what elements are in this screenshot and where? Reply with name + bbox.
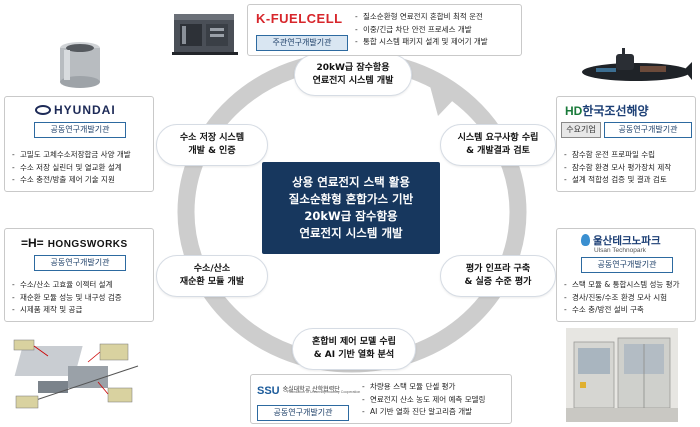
hongsworks-logo-text: HONGSWORKS bbox=[47, 239, 128, 250]
soongsil-task-list: 차량용 스택 모듈 단셀 평가 연료전지 산소 농도 제어 예측 모델링 AI … bbox=[361, 381, 485, 419]
hyundai-logo-icon bbox=[35, 105, 51, 115]
hd-task-list: 잠수함 운전 프로파일 수립 잠수함 환경 모사 평가장치 제작 설계 적합성 … bbox=[563, 149, 671, 187]
kfuelcell-task-list: 질소순환형 연료전지 혼합비 최적 운전 이중/긴급 차단 안전 프로세스 개발… bbox=[354, 11, 488, 49]
hd-logo-mark: HD bbox=[565, 104, 583, 118]
hd-role-badge: 공동연구개발기관 bbox=[604, 122, 692, 138]
node-mixing-control: 혼합비 제어 모델 수립 & AI 기반 열화 분석 bbox=[292, 328, 416, 370]
soongsil-logo-text: 숭실대학교 산학협력단 bbox=[282, 386, 340, 393]
hyundai-task-list: 고밀도 고체수소저장합금 사양 개발 수소 저장 실린더 및 열교환 설계 수소… bbox=[11, 149, 131, 187]
fuelcell-system-photo bbox=[170, 6, 242, 58]
list-item: 이중/긴급 차단 안전 프로세스 개발 bbox=[354, 24, 488, 37]
list-item: 설계 적합성 검증 및 결과 검토 bbox=[563, 174, 671, 187]
soongsil-logo-mark: SSU bbox=[257, 385, 280, 397]
hyundai-logo: HYUNDAI bbox=[35, 103, 116, 117]
node-system-development: 20kW급 잠수함용 연료전지 시스템 개발 bbox=[294, 54, 412, 96]
ulsan-logo-icon bbox=[581, 234, 590, 246]
soongsil-logo-sub: Foundation of University-Industry Cooper… bbox=[287, 390, 361, 394]
node-recirculation-module: 수소/산소 재순환 모듈 개발 bbox=[156, 255, 268, 297]
list-item: 경사/진동/수조 환경 모사 시험 bbox=[563, 292, 679, 305]
list-item: 차량용 스택 모듈 단셀 평가 bbox=[361, 381, 485, 394]
submarine-photo bbox=[576, 40, 694, 90]
node-text: 20kW급 잠수함용 bbox=[316, 63, 390, 73]
node-text: 개발 & 인증 bbox=[188, 146, 236, 156]
node-requirements: 시스템 요구사항 수립 & 개발결과 검토 bbox=[440, 124, 556, 166]
list-item: 시제품 제작 및 공급 bbox=[11, 304, 122, 317]
node-evaluation-infra: 평가 인프라 구축 & 실증 수준 평가 bbox=[440, 255, 556, 297]
node-text: 재순환 모듈 개발 bbox=[179, 277, 245, 287]
hyundai-role-badge: 공동연구개발기관 bbox=[34, 122, 126, 138]
list-item: 스택 모듈 & 통합시스템 성능 평가 bbox=[563, 279, 679, 292]
hongsworks-logo: =H=HONGSWORKS bbox=[21, 236, 128, 250]
hd-logo-text: 한국조선해양 bbox=[582, 104, 649, 118]
org-card-hd: HD한국조선해양 수요기업 공동연구개발기관 잠수함 운전 프로파일 수립 잠수… bbox=[556, 96, 696, 192]
center-line-2: 질소순환형 혼합가스 기반 bbox=[288, 192, 414, 206]
list-item: 연료전지 산소 농도 제어 예측 모델링 bbox=[361, 394, 485, 407]
org-card-ulsan: 울산테크노파크 Ulsan Technopark 공동연구개발기관 스택 모듈 … bbox=[556, 228, 696, 322]
node-text: 평가 인프라 구축 bbox=[465, 264, 531, 274]
list-item: 잠수함 환경 모사 평가장치 제작 bbox=[563, 162, 671, 175]
node-text: 시스템 요구사항 수립 bbox=[457, 133, 539, 143]
ulsan-role-badge: 공동연구개발기관 bbox=[581, 257, 673, 273]
node-hydrogen-storage: 수소 저장 시스템 개발 & 인증 bbox=[156, 124, 268, 166]
cycle-arrow-head bbox=[430, 86, 458, 116]
hydrogen-cylinder-photo bbox=[50, 38, 110, 90]
ulsan-logo-sub: Ulsan Technopark bbox=[594, 247, 646, 254]
node-text: & 실증 수준 평가 bbox=[464, 277, 532, 287]
kfuelcell-role-badge: 주관연구개발기관 bbox=[256, 35, 348, 51]
node-text: 혼합비 제어 모델 수립 bbox=[312, 337, 396, 347]
test-facility-photo bbox=[566, 328, 678, 422]
hongsworks-role-badge: 공동연구개발기관 bbox=[34, 255, 126, 271]
center-line-4: 연료전지 시스템 개발 bbox=[299, 226, 403, 240]
center-line-3: 20kW급 잠수함용 bbox=[304, 209, 398, 223]
ulsan-task-list: 스택 모듈 & 통합시스템 성능 평가 경사/진동/수조 환경 모사 시험 수소… bbox=[563, 279, 679, 317]
node-text: & AI 기반 열화 분석 bbox=[313, 350, 395, 360]
center-title-box: 상용 연료전지 스택 활용 질소순환형 혼합가스 기반 20kW급 잠수함용 연… bbox=[262, 162, 440, 254]
list-item: 질소순환형 연료전지 혼합비 최적 운전 bbox=[354, 11, 488, 24]
list-item: 수소 저장 실린더 및 열교환 설계 bbox=[11, 162, 131, 175]
node-text: 수소/산소 bbox=[193, 264, 231, 274]
list-item: AI 기반 열화 진단 알고리즘 개발 bbox=[361, 406, 485, 419]
org-card-kfuelcell: K-FUELCELL 주관연구개발기관 질소순환형 연료전지 혼합비 최적 운전… bbox=[247, 4, 522, 56]
list-item: 수소/산소 고효율 이젝터 설계 bbox=[11, 279, 122, 292]
list-item: 고밀도 고체수소저장합금 사양 개발 bbox=[11, 149, 131, 162]
list-item: 통합 시스템 패키지 설계 및 제어기 개발 bbox=[354, 36, 488, 49]
hd-demand-badge: 수요기업 bbox=[561, 122, 601, 138]
hongsworks-task-list: 수소/산소 고효율 이젝터 설계 재순환 모듈 성능 및 내구성 검증 시제품 … bbox=[11, 279, 122, 317]
ejector-module-photo bbox=[8, 326, 148, 422]
list-item: 수소 충/방전 설비 구축 bbox=[563, 304, 679, 317]
node-text: 연료전지 시스템 개발 bbox=[312, 76, 394, 86]
org-card-hyundai: HYUNDAI 공동연구개발기관 고밀도 고체수소저장합금 사양 개발 수소 저… bbox=[4, 96, 154, 192]
hd-logo: HD한국조선해양 bbox=[565, 102, 649, 119]
hongsworks-logo-mark: =H= bbox=[21, 236, 44, 250]
kfuelcell-logo: K-FUELCELL bbox=[256, 11, 343, 26]
ulsan-logo-text: 울산테크노파크 bbox=[593, 235, 661, 247]
list-item: 잠수함 운전 프로파일 수립 bbox=[563, 149, 671, 162]
org-card-hongsworks: =H=HONGSWORKS 공동연구개발기관 수소/산소 고효율 이젝터 설계 … bbox=[4, 228, 154, 322]
soongsil-role-badge: 공동연구개발기관 bbox=[257, 405, 349, 421]
list-item: 재순환 모듈 성능 및 내구성 검증 bbox=[11, 292, 122, 305]
ulsan-logo: 울산테크노파크 bbox=[581, 233, 661, 248]
hyundai-logo-text: HYUNDAI bbox=[54, 103, 116, 117]
node-text: & 개발결과 검토 bbox=[466, 146, 530, 156]
center-line-1: 상용 연료전지 스택 활용 bbox=[292, 175, 410, 189]
node-text: 수소 저장 시스템 bbox=[179, 133, 245, 143]
list-item: 수소 충전/방출 제어 기술 지원 bbox=[11, 174, 131, 187]
